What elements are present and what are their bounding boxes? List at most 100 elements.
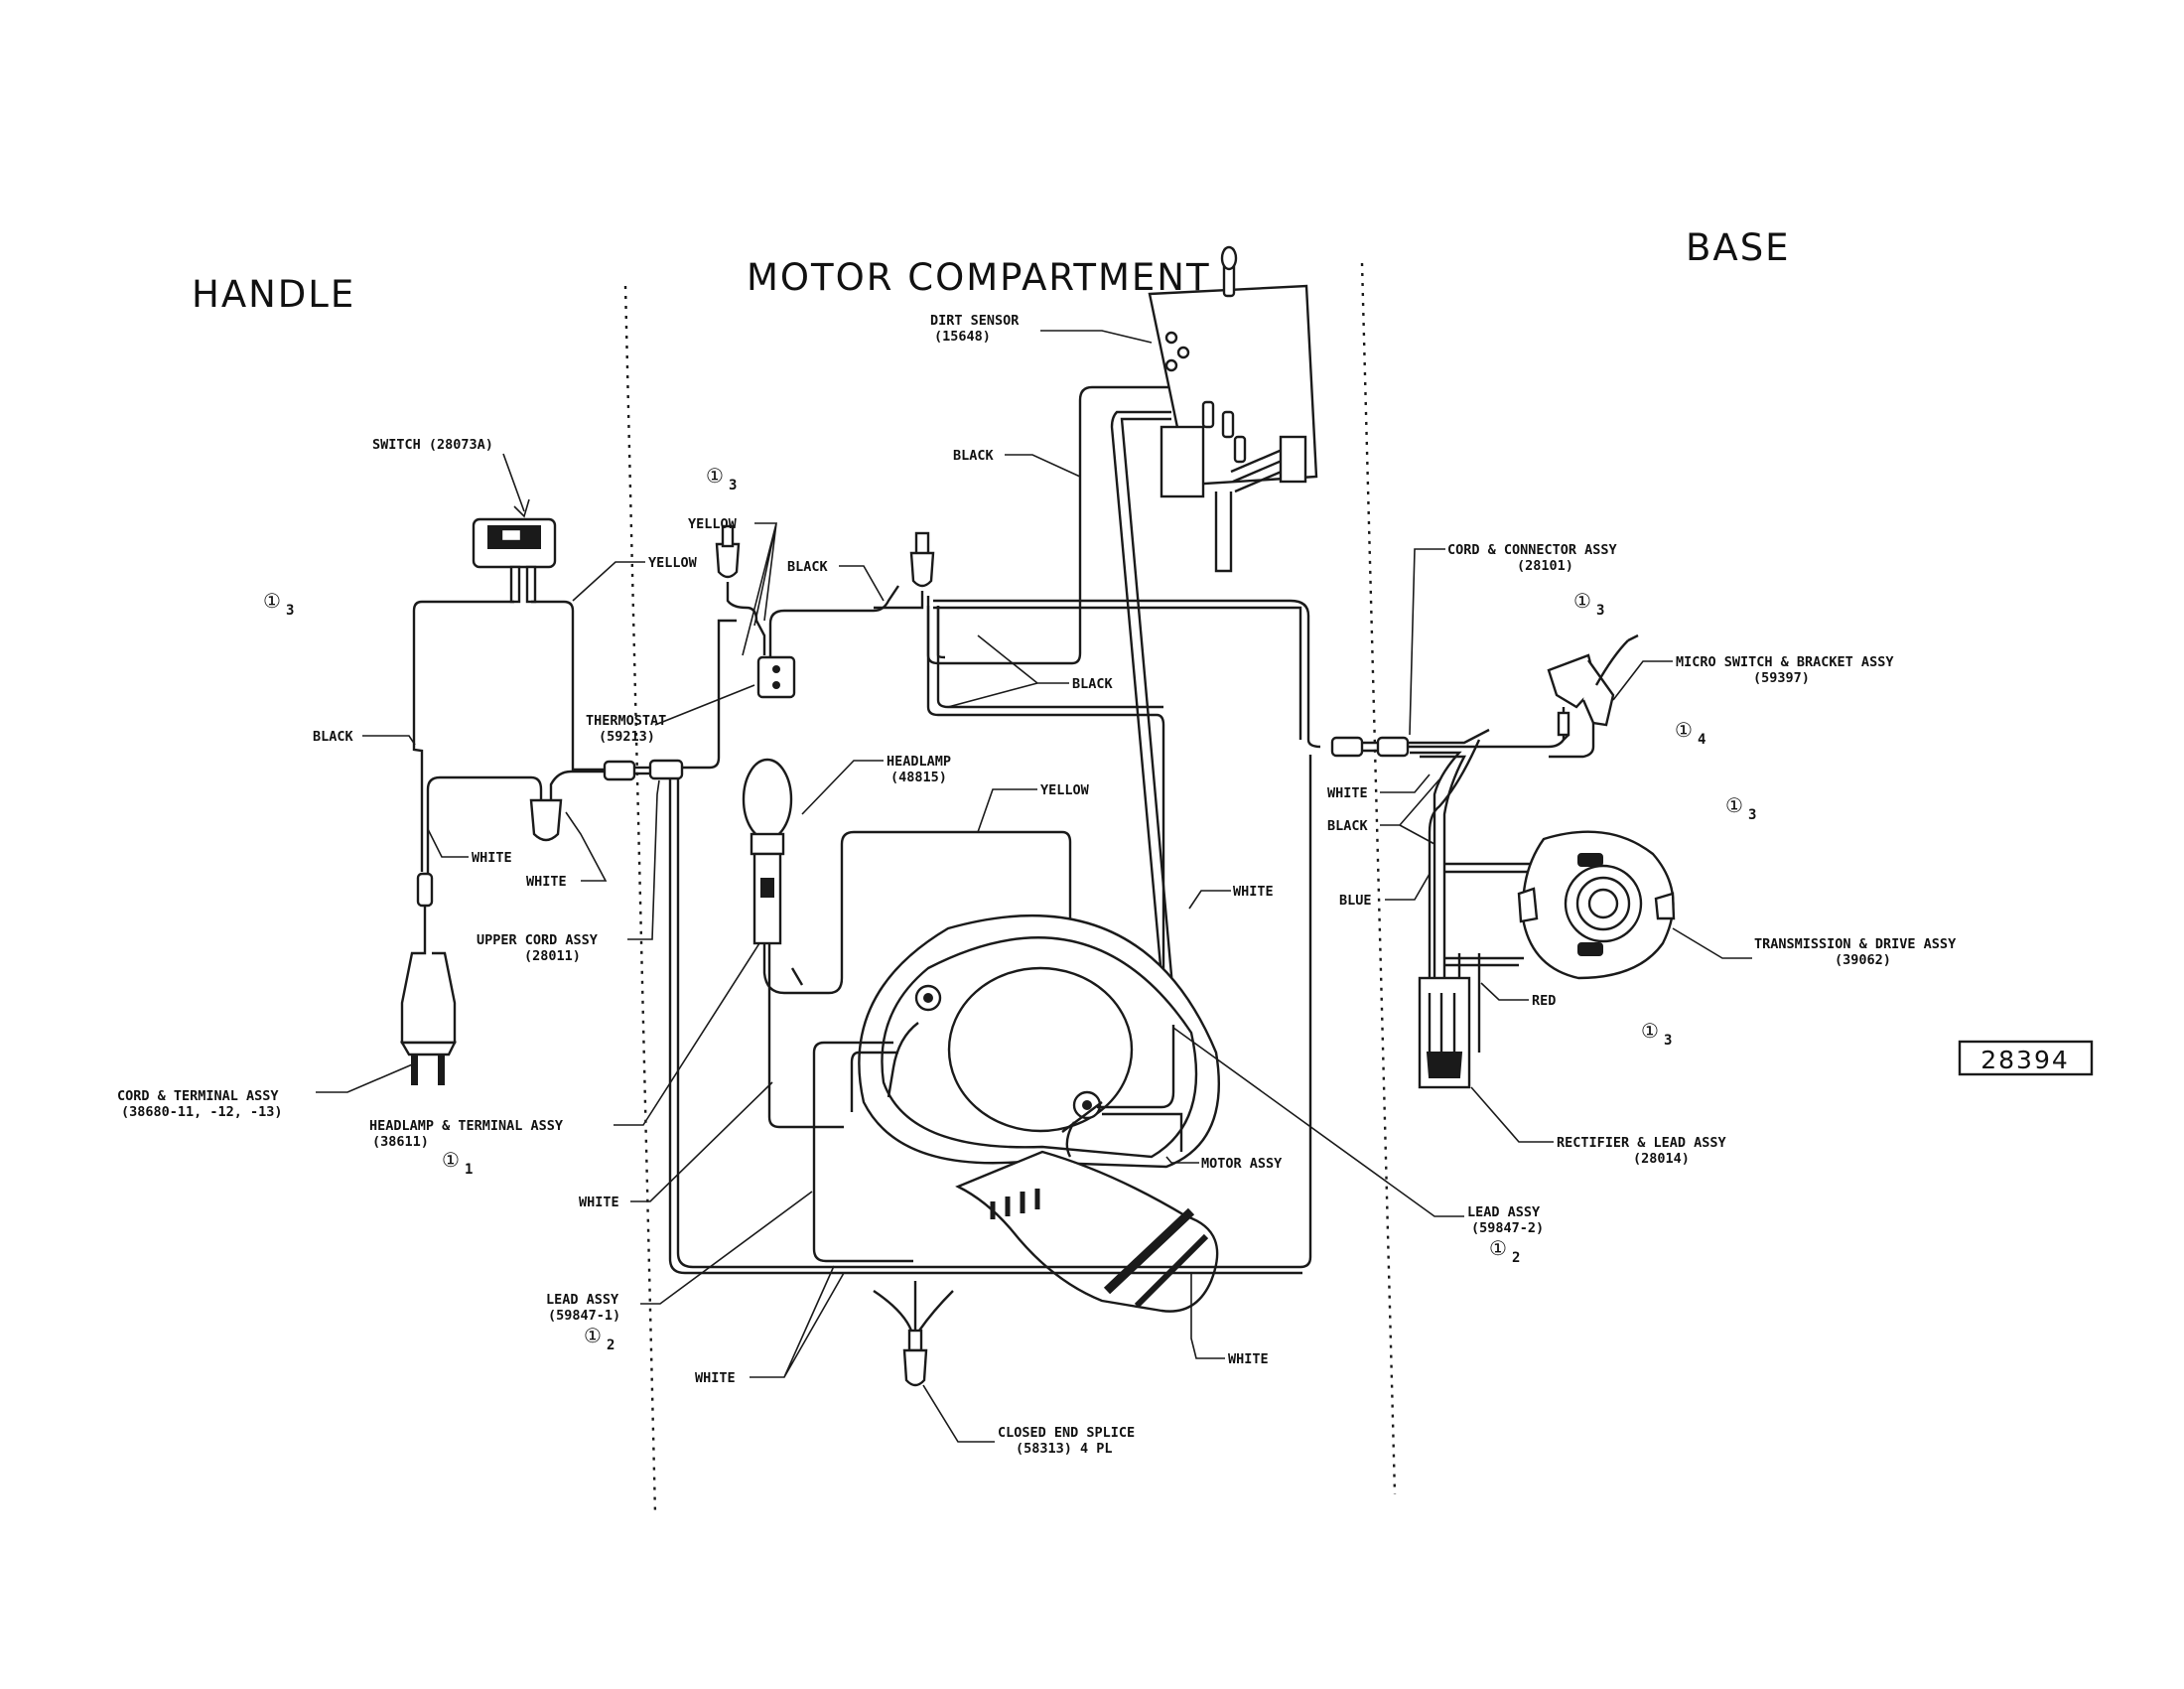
leader-rectifier <box>1470 1086 1554 1143</box>
motor-compartment-wiring <box>668 245 1321 1387</box>
wire-nut-upper <box>715 542 741 579</box>
dirt-sensor-bracket <box>1214 492 1233 573</box>
leader-white-base <box>1380 774 1431 793</box>
base-wiring <box>1330 633 1676 1089</box>
wire-base-white <box>1410 751 1462 1072</box>
label-rectifier-2: (28014) <box>1633 1151 1690 1167</box>
wire-motor-right-b <box>1102 1112 1183 1152</box>
plug-prong-left <box>411 1054 418 1085</box>
label-lead-left-1: LEAD ASSY <box>546 1292 619 1308</box>
wire-nut-handle <box>529 798 563 842</box>
label-splice-1: CLOSED END SPLICE <box>998 1425 1135 1441</box>
wire-lead-assy-left-b <box>850 1051 898 1112</box>
label-switch: SWITCH (28073A) <box>372 437 493 453</box>
note-sub-base-b: 4 <box>1698 732 1706 748</box>
leader-white-motor <box>1188 890 1231 910</box>
leader-black-base <box>1380 778 1440 845</box>
closed-end-splice-cap <box>902 1348 928 1387</box>
label-lead-right-2: (59847-2) <box>1471 1220 1544 1236</box>
leader-headlamp-terminal <box>614 942 760 1126</box>
wire-white-splice <box>549 770 608 802</box>
thermostat-terminal-top <box>772 665 780 673</box>
micro-switch-terminal <box>1557 711 1570 737</box>
leader-splice <box>922 1384 995 1443</box>
leader-motor-assy <box>1165 1156 1199 1164</box>
wire-base-to-micro-b <box>1408 728 1490 745</box>
label-red-base: RED <box>1532 993 1556 1009</box>
transmission-tab-right <box>1654 892 1676 920</box>
switch-terminal-right <box>525 565 537 604</box>
wire-black-mid-loop <box>926 606 1165 1135</box>
motor-rotor <box>947 966 1134 1133</box>
leader-red-base <box>1480 982 1529 1001</box>
label-white-bottom-left: WHITE <box>695 1370 736 1386</box>
leader-dirt-sensor <box>1040 330 1153 344</box>
label-white-bottom-right: WHITE <box>1228 1351 1269 1367</box>
wire-yellow-switch <box>531 600 611 772</box>
closed-end-splice-stem <box>907 1329 923 1352</box>
wire-sensor-to-motor-b <box>1120 417 1188 1143</box>
dirt-sensor-via-2 <box>1176 346 1190 359</box>
note-sub-lead-right: 2 <box>1512 1250 1520 1266</box>
label-black-handle: BLACK <box>313 729 354 745</box>
plug-prong-right <box>438 1054 445 1085</box>
note-symbol-motor-top: ① <box>706 464 724 488</box>
label-white-motor: WHITE <box>1233 884 1274 900</box>
leader-white-splice <box>565 811 608 882</box>
note-sub-base-c: 3 <box>1748 807 1756 823</box>
label-headlamp-terminal-2: (38611) <box>372 1134 429 1150</box>
wire-yellow-to-thermostat <box>682 619 737 770</box>
dirt-sensor-component-block <box>1160 425 1205 498</box>
wire-nut-top-left <box>874 591 924 610</box>
label-cord-connector-1: CORD & CONNECTOR ASSY <box>1447 542 1618 558</box>
wire-nut-upper-stem <box>721 524 735 548</box>
leader-micro-switch <box>1612 660 1673 701</box>
wire-splice-fan <box>873 1290 954 1332</box>
leader-switch-arrow <box>513 498 530 518</box>
motor-brush-bottom-core <box>1082 1100 1092 1110</box>
transmission-tab-left <box>1517 887 1539 923</box>
label-lead-right-1: LEAD ASSY <box>1467 1204 1541 1220</box>
label-headlamp-1: HEADLAMP <box>887 754 951 770</box>
note-sub-base-a: 3 <box>1596 603 1604 619</box>
plug-base <box>399 1041 457 1056</box>
leader-upper-cord <box>627 779 660 940</box>
motor-assembly <box>858 914 1220 1313</box>
transmission-brush-top <box>1577 853 1603 867</box>
wire-black-mid-loop-b <box>936 606 1163 709</box>
thermostat-terminal-bottom <box>772 681 780 689</box>
leader-white-left <box>630 1081 773 1202</box>
rectifier-diode-pack <box>1426 1052 1463 1078</box>
switch-rocker-highlight <box>499 527 523 543</box>
wire-left-loop-outer <box>668 779 908 1275</box>
wire-top-bus-inner <box>933 606 1302 740</box>
label-micro-switch-2: (59397) <box>1753 670 1810 686</box>
leader-headlamp <box>801 760 884 815</box>
motor-vents <box>990 1189 1040 1219</box>
label-cord-terminal-1: CORD & TERMINAL ASSY <box>117 1088 279 1104</box>
plug-body <box>400 906 457 1045</box>
leader-yellow-thermostat <box>742 522 778 656</box>
wire-yellow-headlamp <box>762 830 1072 1097</box>
label-micro-switch-1: MICRO SWITCH & BRACKET ASSY <box>1676 654 1894 670</box>
note-symbol-base-c: ① <box>1725 793 1743 817</box>
label-yellow-switch: YELLOW <box>648 555 698 571</box>
label-yellow-motor: YELLOW <box>1040 782 1090 798</box>
connector-upper-cord-left <box>603 760 636 781</box>
headlamp-lead-tail <box>790 967 804 986</box>
label-splice-2: (58313) 4 PL <box>1016 1441 1113 1457</box>
label-thermostat-1: THERMOSTAT <box>586 713 666 729</box>
label-black-base: BLACK <box>1327 818 1369 834</box>
leader-yellow-switch <box>572 561 645 602</box>
label-dirt-sensor-2: (15648) <box>934 329 991 345</box>
wire-black-to-sensor <box>926 385 1171 665</box>
motor-belt-mark-1 <box>1103 1207 1195 1295</box>
wire-white-handle <box>426 775 543 874</box>
wire-base-connector-joint <box>1362 741 1378 753</box>
divider-motor-base <box>1360 262 1397 1495</box>
wire-bottom-loop-white <box>908 755 1312 1269</box>
label-white-plug: WHITE <box>472 850 512 866</box>
label-black-sensor: BLACK <box>953 448 995 464</box>
label-cord-connector-2: (28101) <box>1517 558 1573 574</box>
